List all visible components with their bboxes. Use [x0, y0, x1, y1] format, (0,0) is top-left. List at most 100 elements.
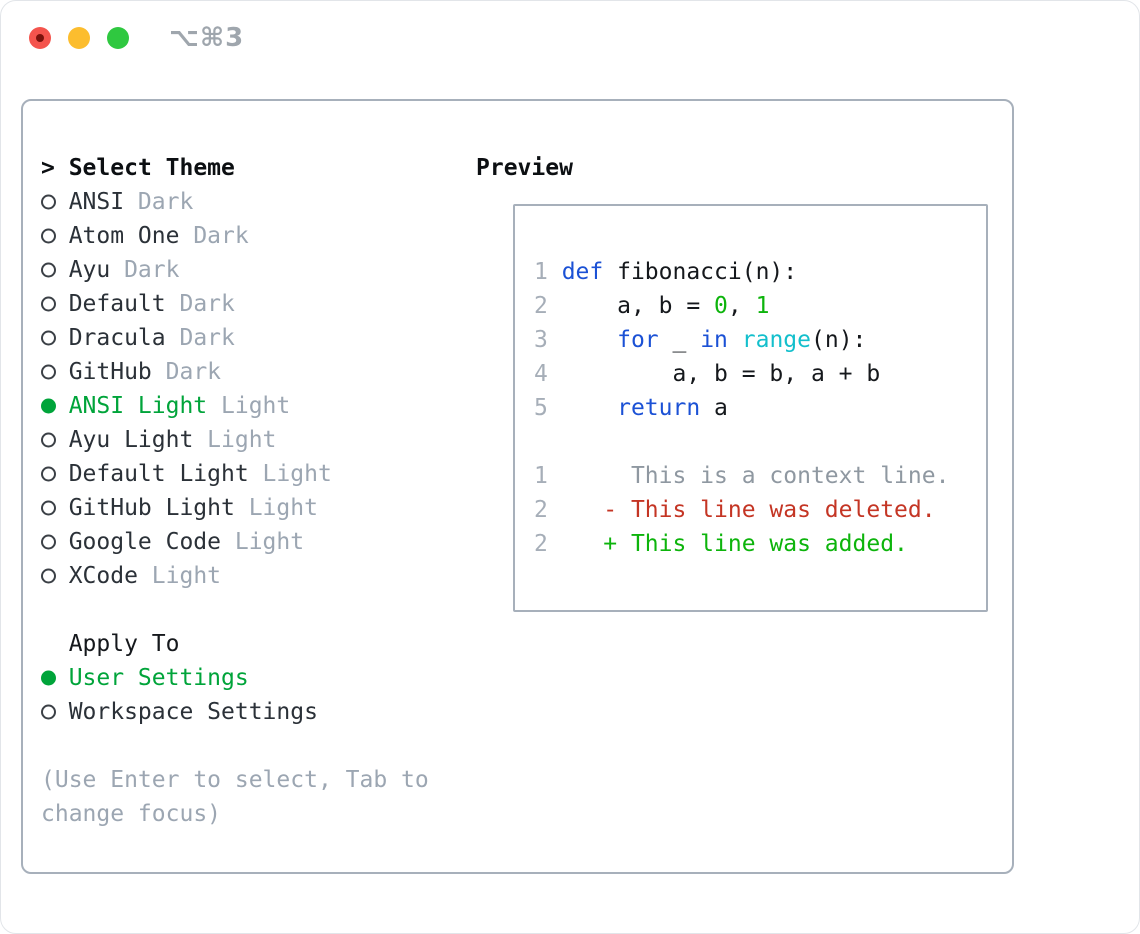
radio-icon	[41, 364, 56, 380]
blank-line	[534, 425, 986, 459]
code-line: 4 a, b = b, a + b	[534, 357, 986, 391]
code-token: a	[700, 395, 728, 421]
option-label: ANSI	[68, 189, 125, 215]
option-label: Ayu Light	[68, 427, 194, 453]
option-label: Google Code	[68, 529, 222, 555]
theme-variant-label: Dark	[165, 325, 235, 351]
code-token: range	[741, 327, 811, 353]
theme-variant-label: Light	[207, 393, 291, 419]
theme-option-ayu-light[interactable]: Ayu Light Light	[41, 423, 449, 457]
line-number: 2	[534, 531, 562, 557]
code-token: This is a context line.	[561, 463, 950, 489]
apply-option-user-settings[interactable]: User Settings	[41, 661, 449, 695]
radio-icon	[41, 228, 56, 244]
focus-caret: >	[41, 155, 69, 181]
radio-icon	[41, 194, 56, 210]
line-number: 1	[534, 259, 562, 285]
select-theme-header: > Select Theme	[41, 151, 449, 185]
line-number: 2	[534, 293, 562, 319]
theme-option-dracula[interactable]: Dracula Dark	[41, 321, 449, 355]
code-token: 0	[714, 293, 728, 319]
code-token: - This line was deleted.	[561, 497, 936, 523]
help-text: (Use Enter to select, Tab to change focu…	[41, 767, 429, 827]
apply-option-workspace-settings[interactable]: Workspace Settings	[41, 695, 449, 729]
theme-variant-label: Light	[137, 563, 222, 589]
diff-line: 1 This is a context line.	[534, 459, 986, 493]
code-token: fibonacci(n):	[603, 259, 798, 285]
code-token: a, b = b, a + b	[561, 361, 881, 387]
radio-selected-icon	[41, 670, 56, 686]
radio-icon	[41, 432, 56, 448]
code-token: return	[617, 395, 701, 421]
code-token: in	[700, 327, 728, 353]
code-token	[562, 327, 617, 353]
radio-icon	[41, 534, 56, 550]
theme-variant-label: Light	[221, 529, 305, 555]
radio-icon	[41, 500, 56, 516]
option-label: Atom One	[68, 223, 180, 249]
diff-line: 2 - This line was deleted.	[534, 493, 986, 527]
theme-option-google-code[interactable]: Google Code Light	[41, 525, 449, 559]
minimize-button[interactable]	[68, 27, 90, 49]
code-token: _	[658, 327, 701, 353]
line-number: 4	[534, 361, 562, 387]
code-line: 3 for _ in range(n):	[534, 323, 986, 357]
radio-icon	[41, 466, 56, 482]
theme-option-atom-one[interactable]: Atom One Dark	[41, 219, 449, 253]
line-number: 1	[534, 463, 562, 489]
theme-variant-label: Dark	[110, 257, 180, 283]
theme-option-default-light[interactable]: Default Light Light	[41, 457, 449, 491]
radio-icon	[41, 330, 56, 346]
theme-variant-label: Light	[248, 461, 332, 487]
theme-option-github[interactable]: GitHub Dark	[41, 355, 449, 389]
code-line: 1 def fibonacci(n):	[534, 255, 986, 289]
close-dot-icon	[36, 34, 44, 42]
code-token: def	[561, 259, 604, 285]
code-token: ,	[727, 293, 756, 319]
code-token: + This line was added.	[561, 531, 908, 557]
close-button[interactable]	[29, 27, 51, 49]
option-label: Default Light	[68, 461, 249, 487]
code-line: 5 return a	[534, 391, 986, 425]
diff-block: 1 This is a context line.2 - This line w…	[534, 459, 986, 561]
theme-option-ayu[interactable]: Ayu Dark	[41, 253, 449, 287]
theme-variant-label: Dark	[165, 291, 235, 317]
theme-variant-label: Dark	[124, 189, 194, 215]
code-token: 1	[755, 293, 770, 319]
theme-option-xcode[interactable]: XCode Light	[41, 559, 449, 593]
radio-icon	[41, 568, 56, 584]
code-line: 2 a, b = 0, 1	[534, 289, 986, 323]
theme-option-ansi[interactable]: ANSI Dark	[41, 185, 449, 219]
select-theme-title: Select Theme	[68, 155, 235, 181]
line-number: 5	[534, 395, 562, 421]
theme-option-ansi-light[interactable]: ANSI Light Light	[41, 389, 449, 423]
option-label: ANSI Light	[68, 393, 208, 419]
option-label: XCode	[68, 563, 138, 589]
code-token: a, b =	[561, 293, 715, 319]
code-token	[728, 327, 742, 353]
radio-icon	[41, 262, 56, 278]
theme-option-default[interactable]: Default Dark	[41, 287, 449, 321]
option-label: Dracula	[68, 325, 166, 351]
theme-option-github-light[interactable]: GitHub Light Light	[41, 491, 449, 525]
maximize-button[interactable]	[107, 27, 129, 49]
apply-to-header: Apply To	[68, 631, 180, 657]
diff-line: 2 + This line was added.	[534, 527, 986, 561]
line-number: 2	[534, 497, 562, 523]
radio-selected-icon	[41, 398, 56, 414]
option-label: GitHub	[68, 359, 152, 385]
option-label: Workspace Settings	[68, 699, 318, 725]
window-titlebar: ⌥⌘3	[1, 1, 1139, 75]
option-label: GitHub Light	[68, 495, 235, 521]
preview-title: Preview	[476, 155, 573, 181]
option-label: Default	[68, 291, 166, 317]
option-label: User Settings	[68, 665, 249, 691]
window-title-shortcut: ⌥⌘3	[169, 23, 245, 53]
radio-icon	[41, 296, 56, 312]
